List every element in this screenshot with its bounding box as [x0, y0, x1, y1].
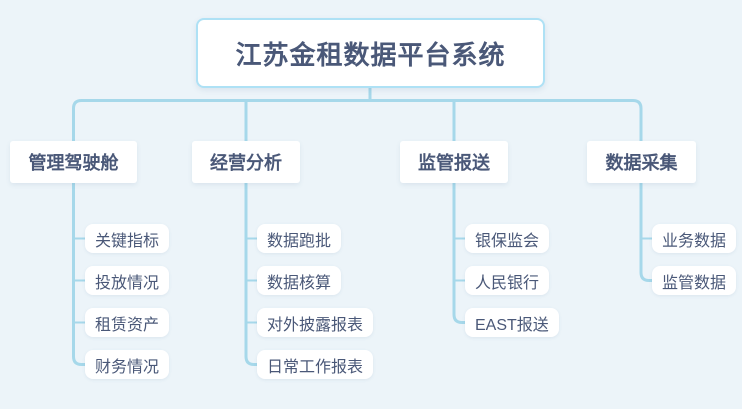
branch-node-regulatory-reporting[interactable]: 监管报送 — [400, 141, 508, 183]
leaf-node-data-accounting[interactable]: 数据核算 — [257, 266, 342, 295]
leaf-node-business-data[interactable]: 业务数据 — [652, 224, 737, 253]
root-node-title[interactable]: 江苏金租数据平台系统 — [196, 18, 545, 88]
leaf-node-daily-work-reports[interactable]: 日常工作报表 — [257, 350, 374, 379]
leaf-node-external-disclosure-reports[interactable]: 对外披露报表 — [257, 308, 374, 337]
leaf-node-east-reporting[interactable]: EAST报送 — [465, 308, 559, 337]
branch-node-data-collection[interactable]: 数据采集 — [587, 141, 696, 183]
connector-branch-1-trunk — [72, 160, 88, 366]
leaf-node-leasing-assets[interactable]: 租赁资产 — [85, 308, 170, 337]
leaf-node-key-indicators[interactable]: 关键指标 — [85, 224, 170, 253]
leaf-node-data-batch-run[interactable]: 数据跑批 — [257, 224, 342, 253]
leaf-node-investment-status[interactable]: 投放情况 — [85, 266, 170, 295]
leaf-node-regulatory-data[interactable]: 监管数据 — [652, 266, 737, 295]
connector-branch-2-trunk — [244, 160, 260, 366]
leaf-node-financial-status[interactable]: 财务情况 — [85, 350, 170, 379]
branch-node-business-analysis[interactable]: 经营分析 — [192, 141, 300, 183]
connector-branch-4-trunk — [639, 160, 655, 282]
connector-top-rail — [72, 99, 643, 150]
branch-node-management-cockpit[interactable]: 管理驾驶舱 — [10, 141, 137, 183]
connector-branch-3-trunk — [452, 160, 468, 324]
leaf-node-cbirc[interactable]: 银保监会 — [465, 224, 550, 253]
leaf-node-pboc[interactable]: 人民银行 — [465, 266, 550, 295]
